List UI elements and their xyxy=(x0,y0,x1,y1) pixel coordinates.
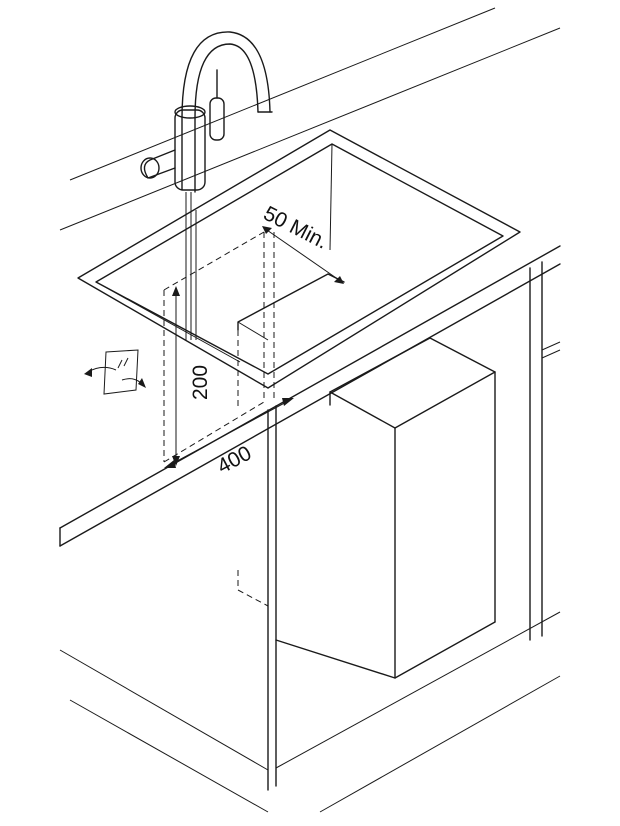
sink-basin xyxy=(77,129,521,389)
cabinet xyxy=(59,261,561,813)
width-label: 400 xyxy=(214,442,256,479)
height-label: 200 xyxy=(189,365,212,400)
boiler-unit xyxy=(275,337,496,679)
width-dimension-arrow xyxy=(164,398,294,468)
clearance-dimension-arrows xyxy=(262,226,344,284)
wall-outline xyxy=(59,7,561,231)
height-dimension-arrow xyxy=(172,286,180,466)
ventilation-icon xyxy=(84,349,146,395)
faucet-icon xyxy=(140,31,273,340)
clearance-label: 50 Min. xyxy=(260,202,332,254)
countertop-front-edge xyxy=(59,245,561,547)
